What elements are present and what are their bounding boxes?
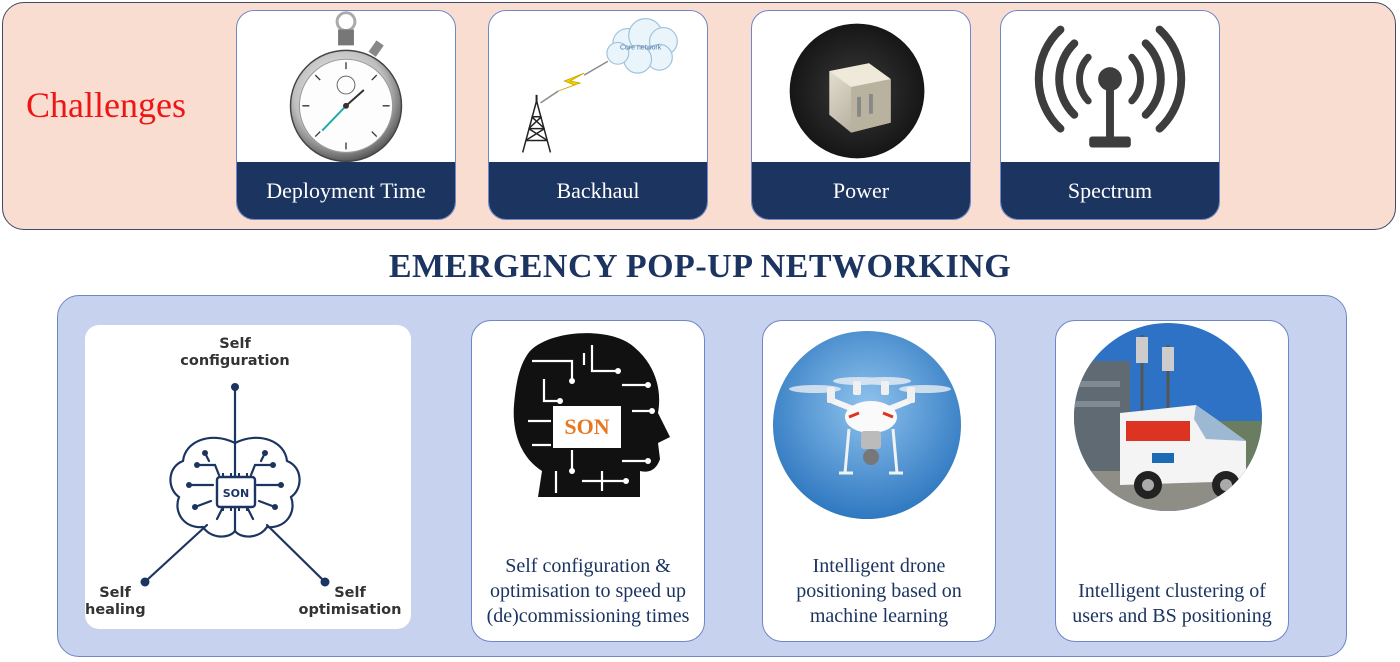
solution-text: Self configuration & optimisation to spe… [486, 555, 690, 627]
solution-card-clustering: Intelligent clustering of users and BS p… [1055, 320, 1289, 642]
power-adapter-icon [789, 23, 925, 159]
brain-circuit-icon: SON [140, 383, 330, 587]
son-badge: SON [564, 414, 609, 439]
stopwatch-icon [289, 11, 403, 163]
cloud-label: Core network [620, 44, 662, 51]
solution-text: Intelligent clustering of users and BS p… [1072, 580, 1272, 627]
mobile-base-station-truck-icon [1074, 323, 1262, 511]
head-circuit-icon: SON [513, 333, 670, 497]
solution-text: Intelligent drone positioning based on m… [796, 555, 962, 627]
challenge-label: Backhaul [489, 162, 707, 219]
antenna-signal-icon [1034, 25, 1186, 148]
challenge-label: Spectrum [1001, 162, 1219, 219]
challenge-card-spectrum: Spectrum [1000, 10, 1220, 220]
drone-icon [773, 331, 961, 519]
page-heading: EMERGENCY POP-UP NETWORKING [388, 248, 1012, 285]
challenges-title: Challenges [26, 85, 186, 125]
challenge-label: Deployment Time [237, 162, 455, 219]
tower-backhaul-icon: Core network [521, 18, 678, 153]
solution-card-drone-positioning: Intelligent drone positioning based on m… [762, 320, 996, 642]
challenge-card-backhaul: Core network Backhaul [488, 10, 708, 220]
challenge-card-power: Power [751, 10, 971, 220]
challenge-card-deployment-time: Deployment Time [236, 10, 456, 220]
challenge-label: Power [752, 162, 970, 219]
son-chip-label: SON [223, 487, 249, 500]
solution-card-self-configuration: SON Self configuration & optimisation to… [471, 320, 705, 642]
